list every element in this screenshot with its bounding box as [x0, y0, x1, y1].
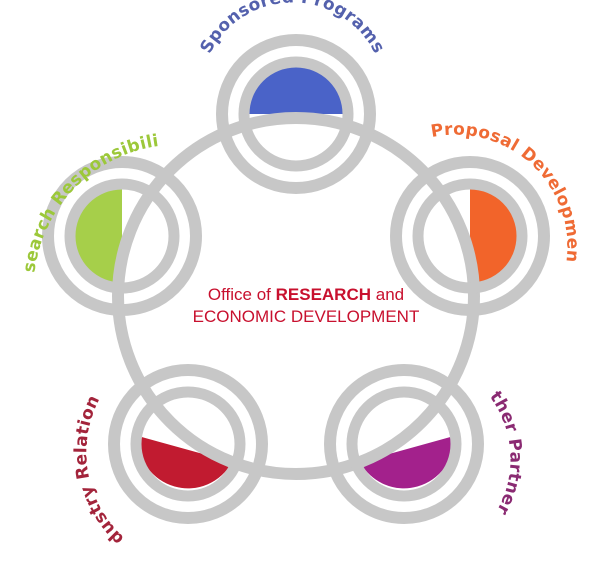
proposal-development-outer-ring [390, 156, 550, 316]
center-title-line1: Office of RESEARCH and [208, 285, 404, 304]
sponsored-programs-fill [246, 64, 346, 114]
research-responsibility-outer-ring [42, 156, 202, 316]
sponsored-programs-inner-ring [238, 56, 354, 172]
research-responsibility-fill [72, 186, 122, 286]
other-partners-inner-ring [346, 386, 462, 502]
other-partners-outer-ring [324, 364, 484, 524]
center-research: RESEARCH [276, 285, 371, 304]
node-fills [72, 64, 520, 489]
center-title-line2: ECONOMIC DEVELOPMENT [193, 307, 420, 326]
sponsored-programs-outer-ring [216, 34, 376, 194]
research-responsibility-inner-ring [64, 178, 180, 294]
main-cycle-ring [112, 112, 480, 480]
proposal-development-fill [470, 186, 520, 286]
label-sponsored-programs: Sponsored Programs [196, 0, 388, 57]
industry-relations-inner-ring [130, 386, 246, 502]
proposal-development-inner-ring [412, 178, 528, 294]
node-rings [42, 34, 550, 524]
industry-relations-outer-ring [108, 364, 268, 524]
center-and: and [371, 285, 404, 304]
other-partners-fill [360, 436, 455, 489]
center-prefix: Office of [208, 285, 276, 304]
industry-relations-fill [137, 436, 232, 489]
